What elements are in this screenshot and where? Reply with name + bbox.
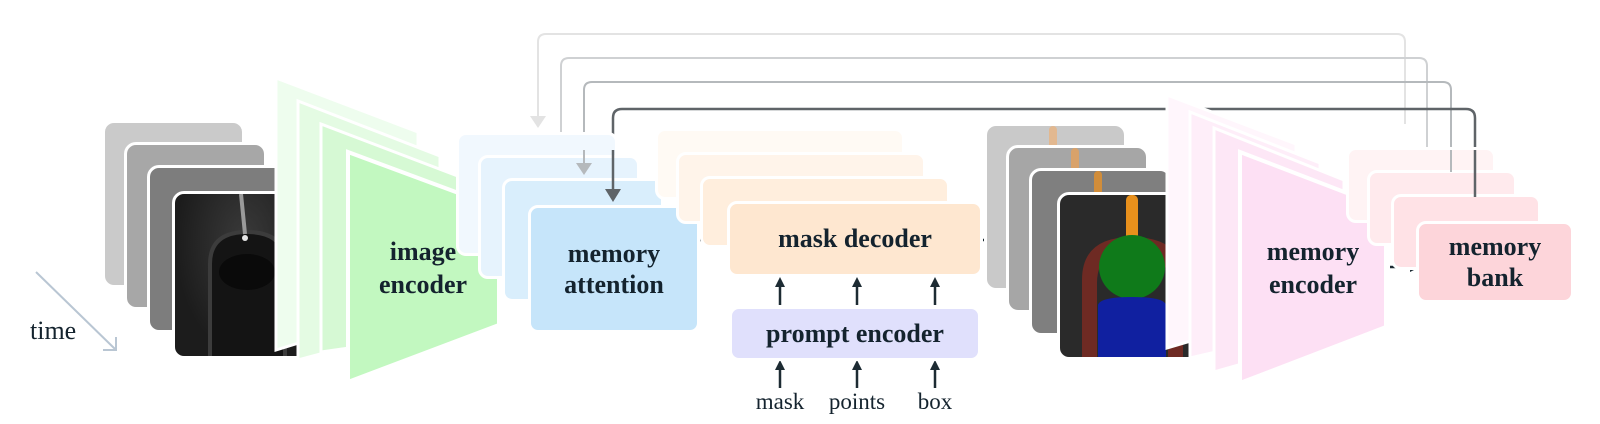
memory-attention-block[interactable]: memory attention xyxy=(528,205,700,333)
image-encoder-line-1: image xyxy=(389,237,457,266)
memory-encoder-line-1: memory xyxy=(1266,237,1360,266)
prompt-encoder-block[interactable]: prompt encoder xyxy=(729,306,981,361)
prompt-input-mask[interactable]: mask xyxy=(755,389,805,414)
image-encoder-line-2: encoder xyxy=(378,269,468,299)
mask-decoder-block[interactable]: mask decoder xyxy=(727,201,983,277)
memory-bank-line-2: bank xyxy=(1466,263,1524,292)
prompt-input-box[interactable]: box xyxy=(917,389,953,414)
memory-bank-block[interactable]: memory bank xyxy=(1416,221,1574,303)
memory-encoder-label[interactable]: memory encoder xyxy=(1242,236,1384,301)
feedback-loop-4 xyxy=(530,33,1406,128)
time-arrow xyxy=(35,271,117,351)
memory-encoder-line-2: encoder xyxy=(1268,269,1358,299)
mask-blue-region xyxy=(1098,297,1166,357)
memory-attention-line-2: attention xyxy=(564,270,664,299)
mask-green-region xyxy=(1099,235,1165,299)
mask-needle xyxy=(1126,195,1138,243)
prompt-encoder-label: prompt encoder xyxy=(766,318,944,348)
memory-attention-line-1: memory xyxy=(567,238,661,268)
mask-decoder-label: mask decoder xyxy=(778,224,932,254)
time-label: time xyxy=(30,316,77,345)
memory-bank-line-1: memory xyxy=(1448,231,1542,261)
prompt-input-points[interactable]: points xyxy=(828,389,886,414)
image-encoder-label[interactable]: image encoder xyxy=(352,236,494,301)
